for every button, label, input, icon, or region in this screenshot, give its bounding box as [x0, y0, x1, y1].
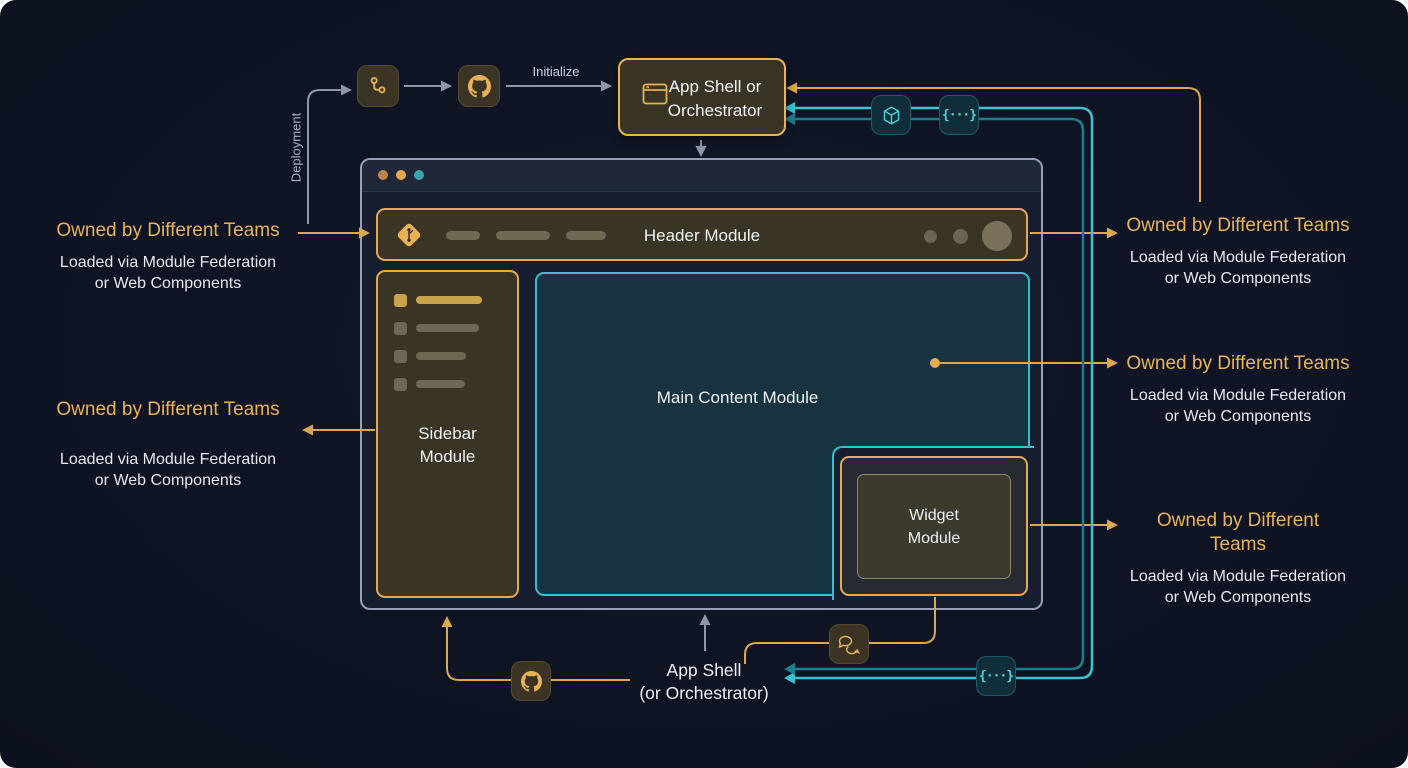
annotation-right-main: Owned by Different Teams Loaded via Modu…	[1122, 352, 1354, 427]
git-branch-icon	[357, 65, 399, 107]
deployment-arrow	[307, 84, 352, 224]
deployment-label: Deployment	[288, 112, 304, 183]
code-braces-icon: {···}	[939, 95, 979, 135]
header-module-label: Header Module	[643, 226, 761, 245]
avatar-placeholder	[982, 221, 1012, 251]
package-icon	[871, 95, 911, 135]
annotation-title: Owned by Different Teams	[56, 220, 280, 241]
icon-placeholder	[953, 229, 968, 244]
sidebar-item-icon	[394, 294, 407, 307]
app-shell-orchestrator-label: App Shell or Orchestrator	[667, 77, 763, 120]
main-content-module-label: Main Content Module	[656, 388, 819, 407]
sidebar-item-icon	[394, 322, 407, 335]
annotation-title: Owned by Different Teams	[1156, 510, 1320, 555]
annotation-subtitle: Loaded via Module Federation or Web Comp…	[1129, 568, 1347, 606]
initialize-arrow	[506, 80, 612, 92]
sidebar-item-icon	[394, 378, 407, 391]
widget-module-label: Widget Module	[907, 506, 961, 547]
widget-module: Widget Module	[840, 456, 1028, 596]
annotation-subtitle: Loaded via Module Federation or Web Comp…	[1129, 387, 1347, 425]
nav-placeholder	[566, 231, 606, 240]
annotation-title: Owned by Different Teams	[56, 399, 280, 420]
traffic-light-minimize	[396, 170, 406, 180]
annotation-subtitle: Loaded via Module Federation or Web Comp…	[1129, 249, 1347, 287]
github-icon	[511, 661, 551, 701]
chat-bubbles-icon	[829, 624, 869, 664]
sidebar-module: Sidebar Module	[376, 270, 519, 598]
annotation-title: Owned by Different Teams	[1126, 215, 1350, 236]
sidebar-item-bar	[416, 324, 479, 332]
icon-placeholder	[924, 230, 937, 243]
bottom-app-shell-label: App Shell (or Orchestrator)	[639, 660, 769, 703]
initialize-label: Initialize	[532, 64, 580, 79]
annotation-left-sidebar: Owned by Different Teams Loaded via Modu…	[36, 398, 300, 491]
code-braces-icon: {···}	[976, 656, 1016, 696]
sidebar-item-bar	[416, 352, 466, 360]
annotation-subtitle: Loaded via Module Federation or Web Comp…	[59, 254, 277, 292]
github-icon	[458, 65, 500, 107]
traffic-light-close	[378, 170, 388, 180]
header-module: Header Module	[376, 208, 1028, 261]
appshell-to-window-arrow	[695, 140, 707, 157]
traffic-light-maximize	[414, 170, 424, 180]
widget-to-right-annotation-arrow	[1030, 519, 1118, 531]
nav-placeholder	[446, 231, 480, 240]
widget-module-panel: Widget Module	[857, 474, 1011, 579]
sidebar-item-icon	[394, 350, 407, 363]
sidebar-item-bar	[416, 296, 482, 304]
sidebar-module-label: Sidebar Module	[418, 424, 477, 466]
git-logo-icon	[394, 220, 424, 255]
annotation-right-header: Owned by Different Teams Loaded via Modu…	[1122, 214, 1354, 289]
sidebar-item-bar	[416, 380, 465, 388]
nav-placeholder	[496, 231, 550, 240]
app-shell-orchestrator-node: App Shell or Orchestrator	[618, 58, 786, 136]
window-titlebar	[362, 160, 1041, 192]
annotation-left-header: Owned by Different Teams Loaded via Modu…	[36, 219, 300, 294]
header-to-right-annotation-arrow	[1030, 227, 1118, 239]
bottom-appshell-to-window-arrow	[699, 614, 711, 651]
annotation-subtitle: Loaded via Module Federation or Web Comp…	[59, 451, 277, 489]
annotation-right-widget: Owned by Different Teams Loaded via Modu…	[1122, 509, 1354, 608]
annotation-title: Owned by Different Teams	[1126, 353, 1350, 374]
pipeline-arrow	[404, 80, 452, 92]
browser-window-icon	[642, 83, 668, 110]
